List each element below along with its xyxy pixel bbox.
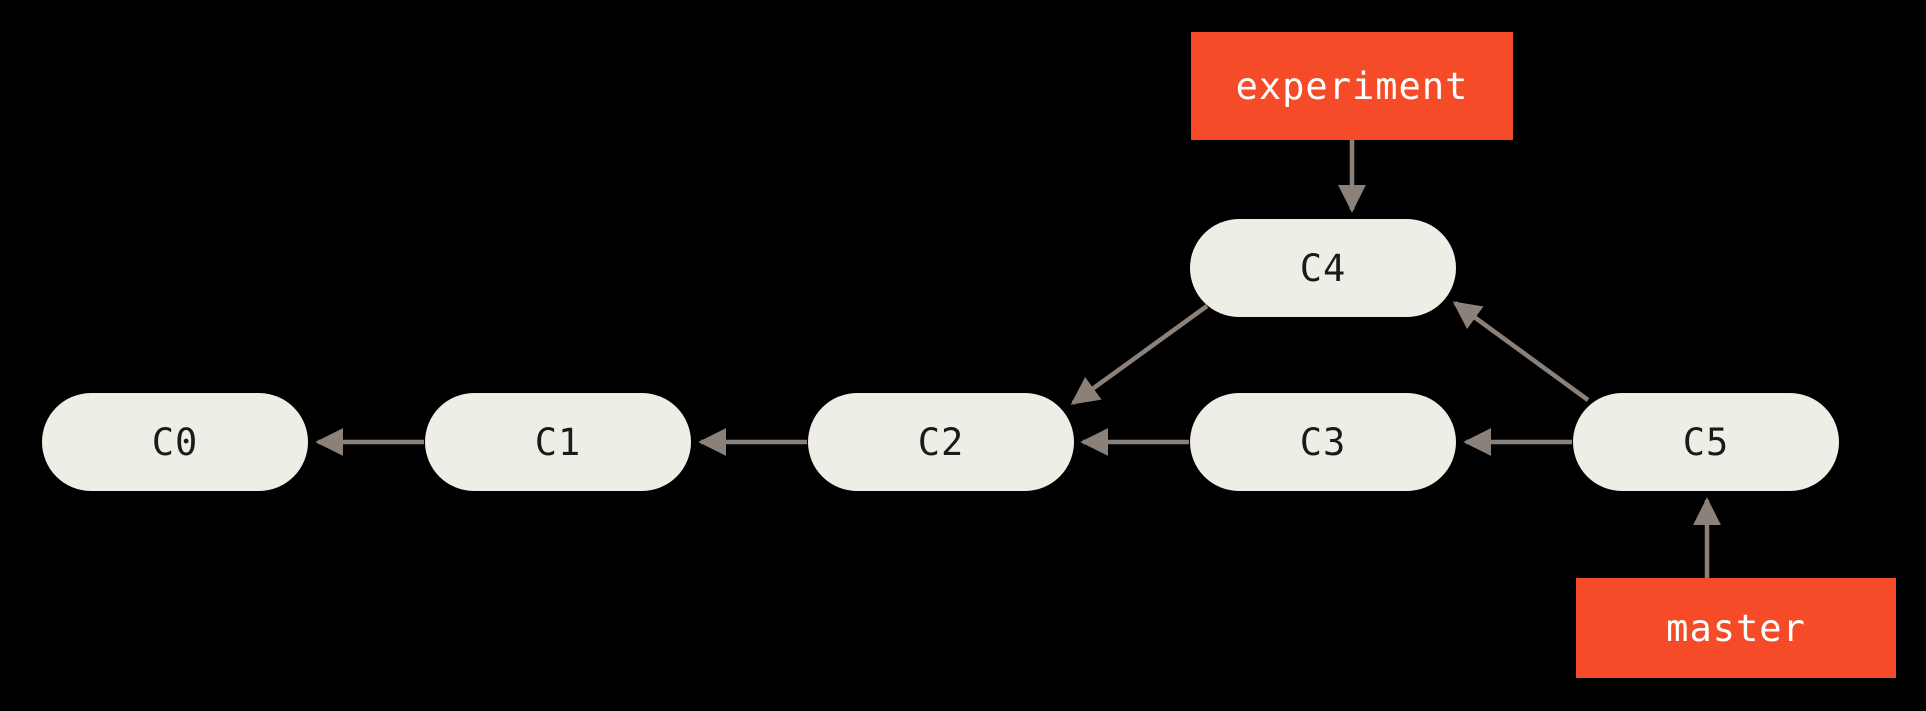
commit-node-c1[interactable]: C1 <box>425 393 691 491</box>
branch-label-experiment[interactable]: experiment <box>1191 32 1513 140</box>
commit-label: C0 <box>151 420 199 464</box>
commit-node-c4[interactable]: C4 <box>1190 219 1456 317</box>
branch-label-master[interactable]: master <box>1576 578 1896 678</box>
commit-node-c5[interactable]: C5 <box>1573 393 1839 491</box>
commit-node-c0[interactable]: C0 <box>42 393 308 491</box>
commit-label: C5 <box>1682 420 1730 464</box>
edge-c5-to-c4 <box>1452 301 1590 402</box>
branch-label-text: experiment <box>1235 64 1469 108</box>
commit-label: C3 <box>1299 420 1347 464</box>
edge-c4-to-c2 <box>1070 304 1209 405</box>
commit-label: C2 <box>917 420 965 464</box>
commit-label: C1 <box>534 420 582 464</box>
commit-label: C4 <box>1299 246 1347 290</box>
commit-node-c2[interactable]: C2 <box>808 393 1074 491</box>
branch-label-text: master <box>1666 606 1806 650</box>
commit-node-c3[interactable]: C3 <box>1190 393 1456 491</box>
